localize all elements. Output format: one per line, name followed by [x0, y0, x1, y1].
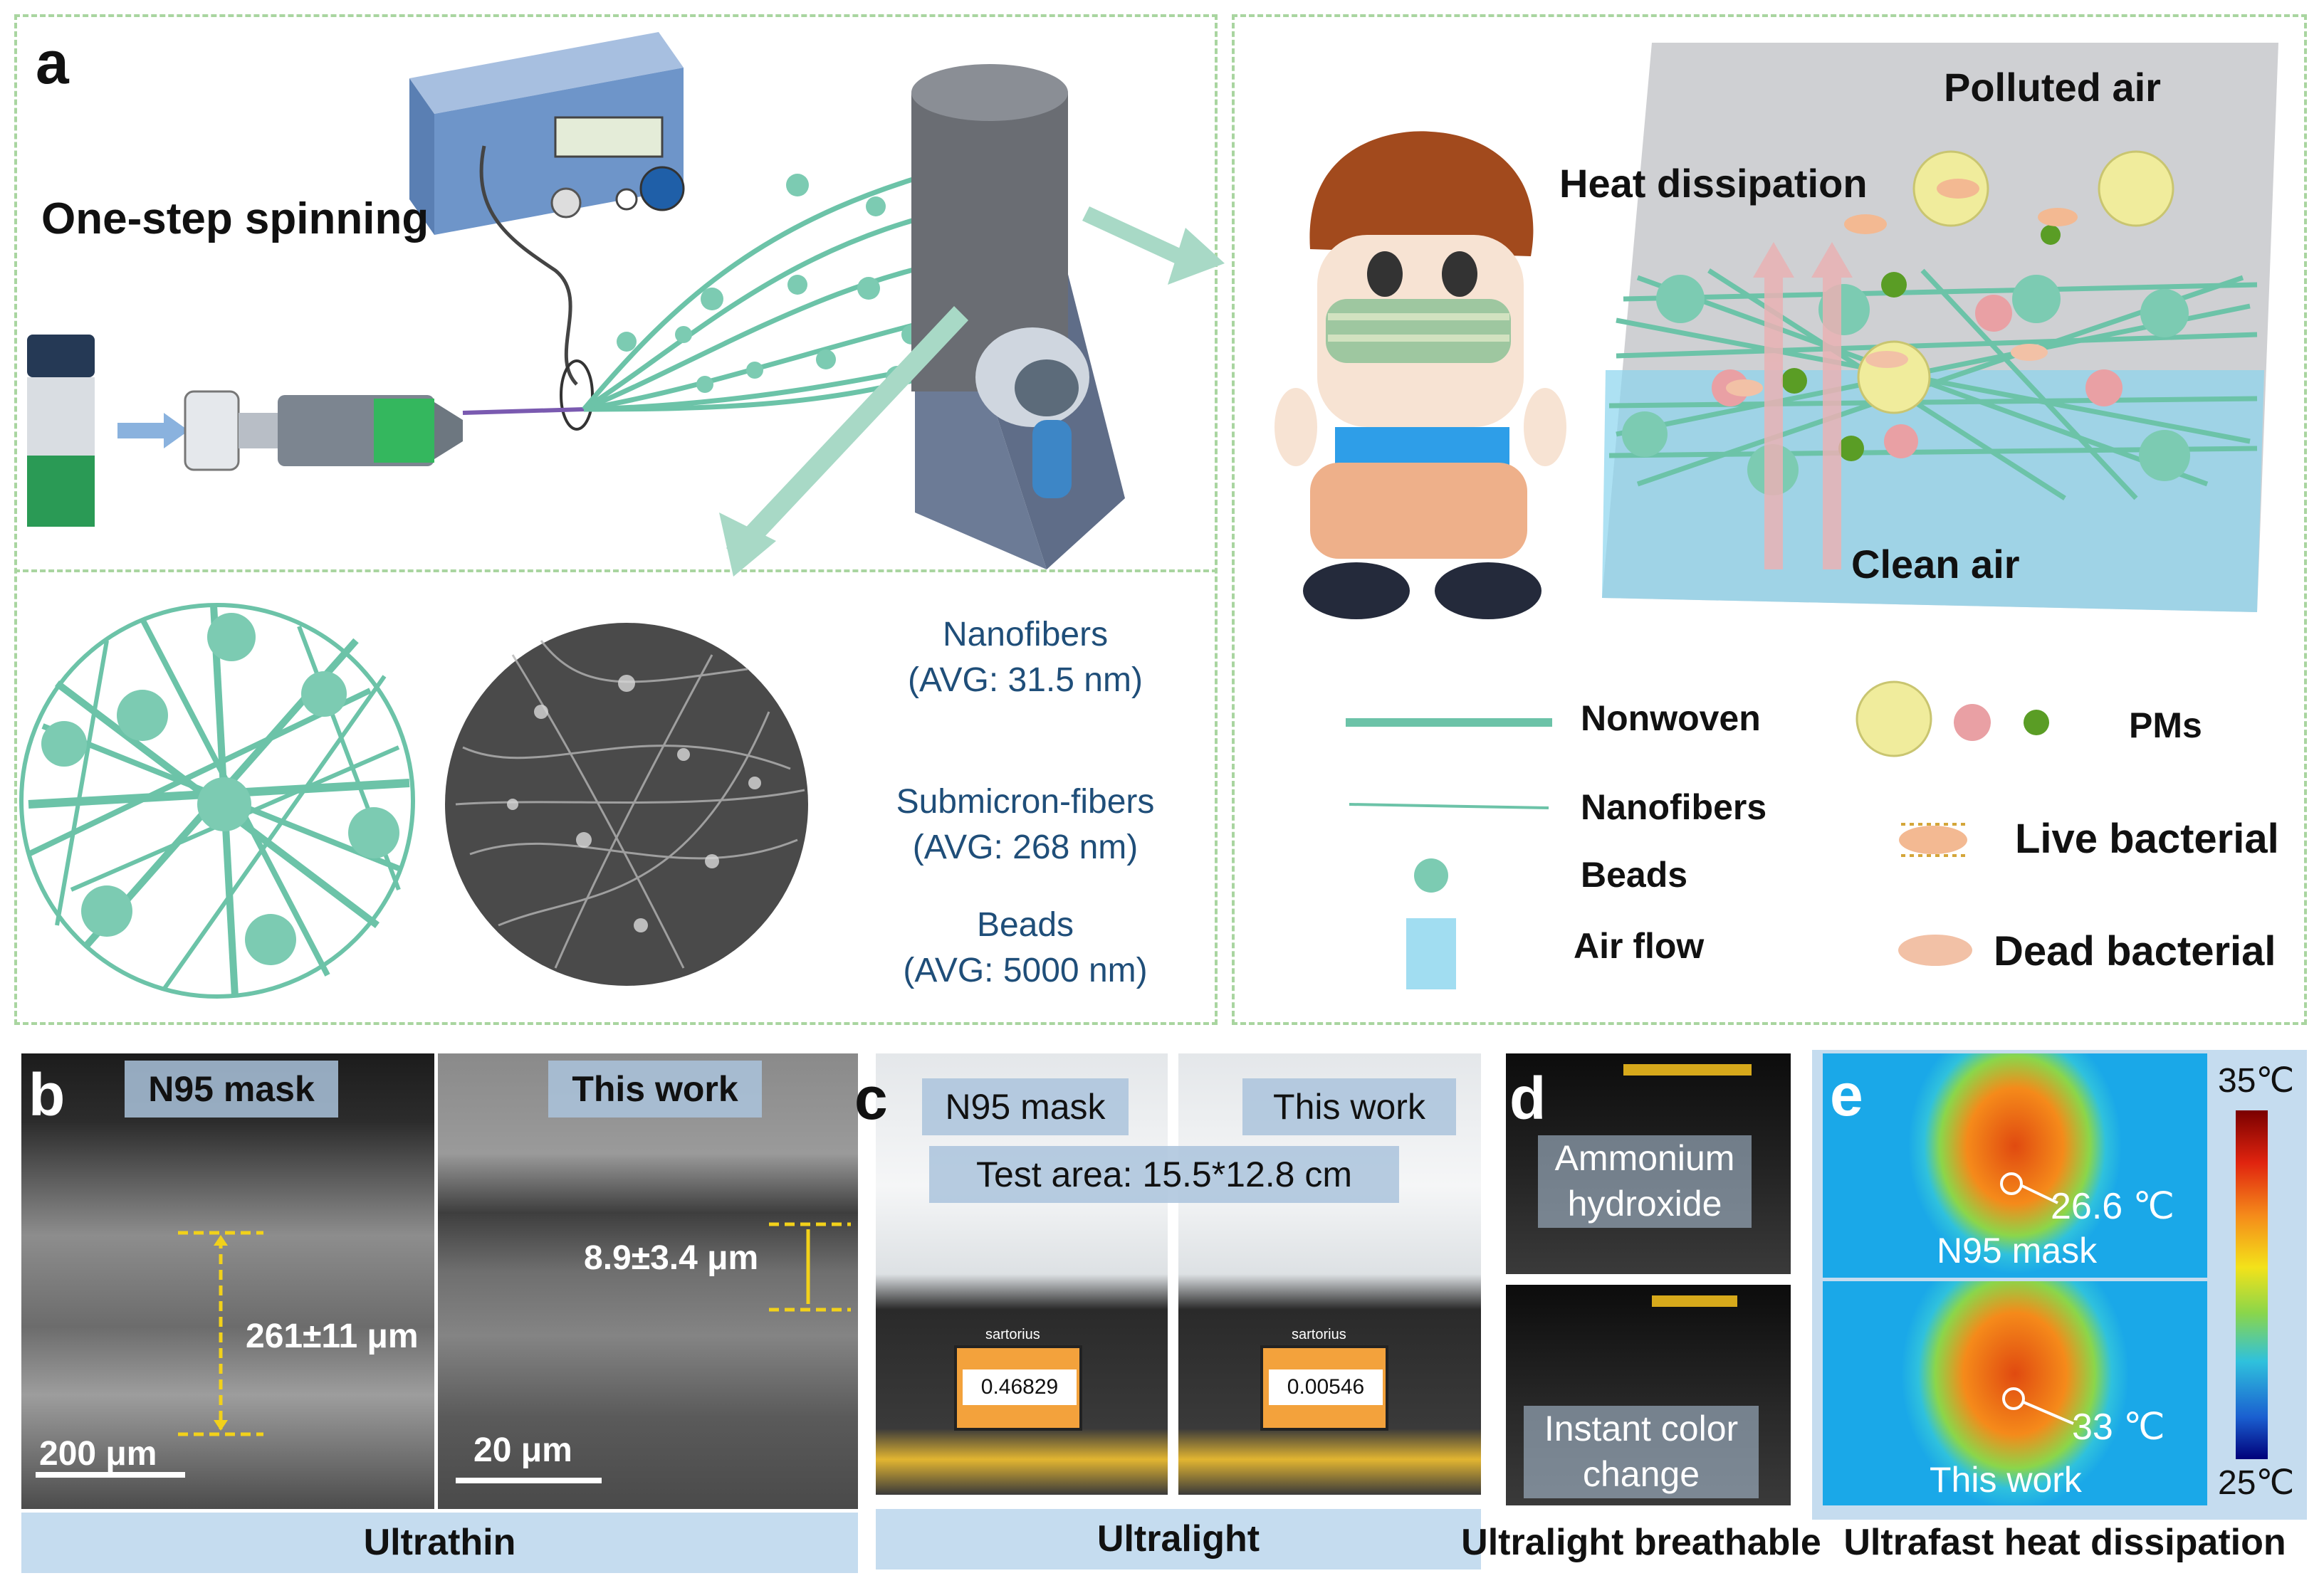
legend-dead-bacteria-icon	[1898, 935, 1972, 966]
panel-b-right-tag: This work	[548, 1061, 762, 1118]
bacteria-icons	[1726, 179, 2078, 396]
panel-e-scale-max: 35℃	[2218, 1062, 2295, 1100]
legend-beads-label: Beads	[1581, 855, 1688, 895]
legend-beads-icon	[1414, 858, 1448, 893]
panel-b-left-tag: N95 mask	[125, 1061, 338, 1118]
panel-d-bottom-paper	[1652, 1295, 1737, 1307]
panel-c-letter: c	[854, 1065, 888, 1132]
stat-submicron-avg: (AVG: 268 nm)	[912, 829, 1139, 866]
stat-submicron: Submicron-fibers (AVG: 268 nm)	[833, 779, 1218, 871]
stat-beads: Beads (AVG: 5000 nm)	[833, 903, 1218, 994]
panel-e-caption: Ultrafast heat dissipation	[1843, 1522, 2286, 1563]
spinning-label: One-step spinning	[41, 194, 429, 243]
legend-pm-medium-icon	[1954, 704, 1991, 741]
boy-with-mask-illustration	[1274, 131, 1566, 619]
panel-a-left-divider	[14, 569, 1218, 572]
panel-c-left-brand: sartorius	[985, 1327, 1040, 1342]
panel-e-bottom-temp: 33 ℃	[2072, 1406, 2165, 1448]
panel-e-letter: e	[1830, 1061, 1863, 1128]
panel-b-left-thickness: 261±11 μm	[246, 1318, 419, 1355]
fiber-network-beads	[41, 613, 399, 965]
stat-beads-name: Beads	[976, 906, 1074, 944]
panel-c-left-balance-screen: sartorius 0.46829	[954, 1327, 1082, 1431]
legend-nanofibers-icon	[1349, 803, 1549, 809]
panel-d-top-label: Ammonium hydroxide	[1538, 1135, 1752, 1228]
filter-beads	[1622, 275, 2190, 495]
vial-icon	[27, 335, 95, 527]
panel-c-test-area: Test area: 15.5*12.8 cm	[929, 1146, 1399, 1203]
panel-d-caption: Ultralight breathable	[1461, 1522, 1821, 1563]
panel-a-right-frame	[1232, 14, 2307, 1025]
legend-pm-large-icon	[1855, 680, 1932, 757]
panel-c-right-brand: sartorius	[1292, 1327, 1346, 1342]
panel-d-letter: d	[1509, 1065, 1546, 1132]
legend-nanofibers-label: Nanofibers	[1581, 787, 1767, 827]
syringe-icon	[184, 390, 585, 471]
legend-live-bacteria-icon	[1899, 823, 1967, 857]
stat-nanofibers: Nanofibers (AVG: 31.5 nm)	[833, 612, 1218, 703]
panel-b-letter: b	[28, 1061, 66, 1128]
panel-b-caption: Ultrathin	[21, 1513, 858, 1573]
panel-e-bottom-label: This work	[1930, 1460, 2082, 1500]
panel-e-color-scale	[2236, 1110, 2268, 1459]
legend-nonwoven-label: Nonwoven	[1581, 698, 1761, 738]
airflow-arrows	[1753, 242, 1853, 569]
panel-c-left-reading: 0.46829	[963, 1369, 1077, 1405]
legend-live-bacteria-label: Live bacterial	[2015, 816, 2279, 862]
panel-e-top-label: N95 mask	[1937, 1231, 2098, 1271]
clean-air-label: Clean air	[1851, 542, 2020, 587]
polluted-air-label: Polluted air	[1944, 65, 2161, 110]
legend-airflow-label: Air flow	[1574, 926, 1705, 966]
panel-c-right-balance-screen: sartorius 0.00546	[1260, 1327, 1388, 1431]
power-supply-icon	[409, 32, 685, 235]
stat-beads-avg: (AVG: 5000 nm)	[903, 952, 1148, 989]
stat-nanofibers-avg: (AVG: 31.5 nm)	[908, 661, 1143, 699]
legend-pms-label: PMs	[2129, 705, 2202, 745]
legend-airflow-icon	[1406, 918, 1456, 989]
legend-dead-bacteria-label: Dead bacterial	[1994, 928, 2276, 974]
heat-dissipation-label: Heat dissipation	[1559, 161, 1868, 206]
panel-c-left-tag: N95 mask	[922, 1078, 1129, 1135]
panel-b-left-scale: 200 μm	[39, 1435, 157, 1473]
legend-pm-small-icon	[2024, 710, 2049, 735]
stat-nanofibers-name: Nanofibers	[942, 616, 1109, 653]
panel-e-top-thermal	[1823, 1053, 2207, 1278]
stat-submicron-name: Submicron-fibers	[896, 783, 1155, 821]
panel-d-top-paper	[1623, 1064, 1752, 1076]
panel-e-top-temp: 26.6 ℃	[2051, 1186, 2175, 1227]
panel-a-left-frame	[14, 14, 1218, 1025]
panel-a-letter: a	[36, 29, 69, 96]
panel-c-right-reading: 0.00546	[1269, 1369, 1383, 1405]
panel-e-scale-min: 25℃	[2218, 1464, 2295, 1502]
panel-b-right-thickness: 8.9±3.4 μm	[584, 1239, 759, 1277]
panel-b-right-image	[438, 1053, 858, 1509]
panel-c-caption: Ultralight	[876, 1509, 1481, 1569]
panel-c-right-tag: This work	[1242, 1078, 1456, 1135]
panel-e-bottom-thermal	[1823, 1281, 2207, 1505]
panel-d-bottom-label: Instant color change	[1524, 1406, 1759, 1498]
panel-b-right-scale: 20 μm	[473, 1431, 572, 1469]
